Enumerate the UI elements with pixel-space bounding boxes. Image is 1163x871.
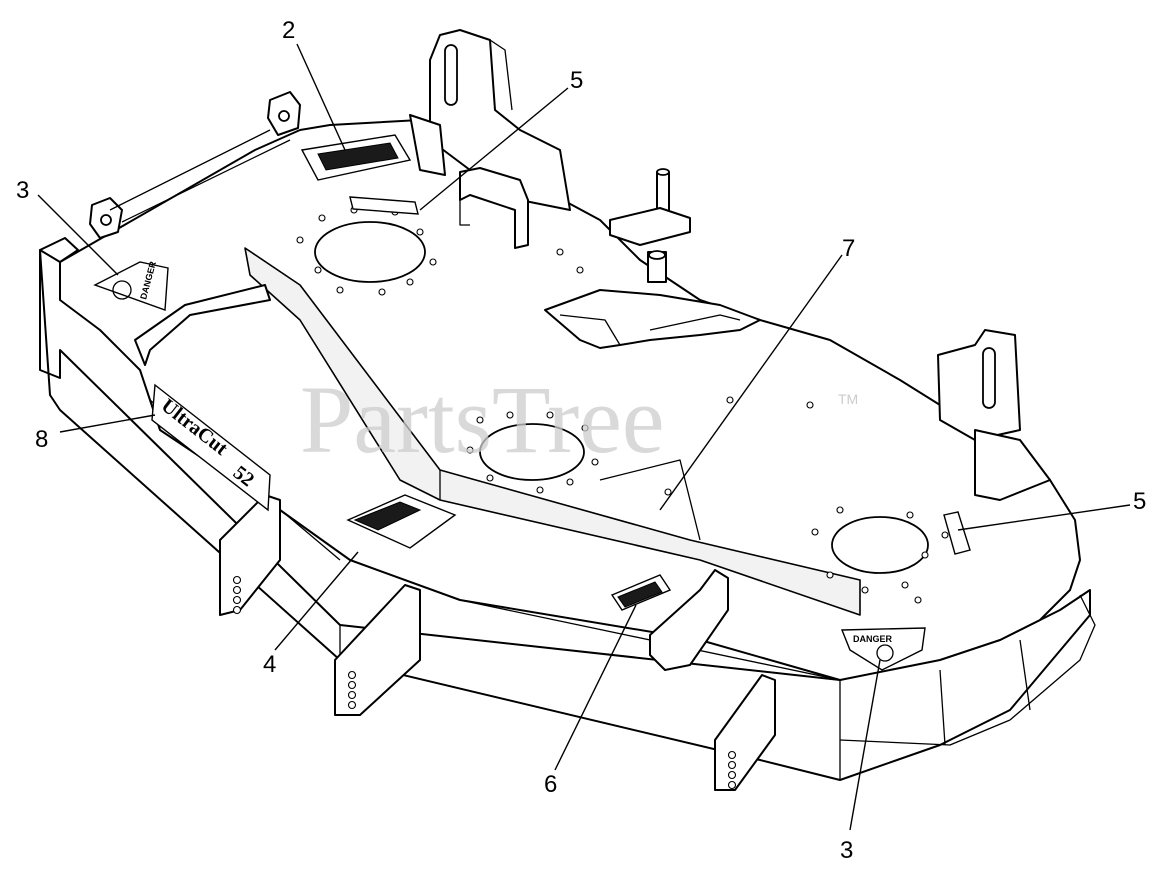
callout-4: 4 bbox=[263, 651, 276, 678]
callout-8: 8 bbox=[35, 426, 48, 453]
decal-item-2 bbox=[300, 134, 412, 181]
front-bracket-2 bbox=[334, 584, 421, 716]
callout-6: 6 bbox=[544, 771, 557, 798]
left-side-rail bbox=[134, 284, 271, 366]
decal-item-5-right bbox=[943, 511, 971, 555]
spindle-post bbox=[609, 168, 691, 283]
callouts: 2 5 3 7 8 5 4 6 3 bbox=[16, 17, 1146, 864]
callout-3-left: 3 bbox=[16, 177, 29, 204]
center-baffle bbox=[244, 247, 861, 616]
decal-item-6 bbox=[610, 574, 672, 611]
deck-skirt bbox=[39, 249, 1096, 781]
blade-wells bbox=[314, 221, 929, 574]
decal-item-3-left: DANGER bbox=[93, 260, 169, 311]
idler-block bbox=[459, 167, 529, 249]
callout-3-bottom: 3 bbox=[840, 837, 853, 864]
watermark-tm: TM bbox=[838, 391, 858, 407]
hinge-tabs bbox=[39, 91, 301, 263]
rear-bracket-left bbox=[409, 29, 571, 211]
callout-5-right: 5 bbox=[1133, 488, 1146, 515]
callout-5-top: 5 bbox=[570, 67, 583, 94]
callout-7: 7 bbox=[842, 235, 855, 262]
bolt-holes bbox=[296, 206, 949, 604]
decal-item-5-top bbox=[349, 196, 419, 215]
rear-bracket-right bbox=[937, 329, 1051, 501]
front-bracket-4 bbox=[649, 569, 729, 671]
callout-2: 2 bbox=[282, 17, 295, 44]
decal-item-3-right: DANGER bbox=[840, 627, 926, 671]
leader-lines bbox=[37, 43, 1131, 831]
decal-item-4 bbox=[346, 494, 457, 549]
belt-cover-opening bbox=[544, 289, 761, 349]
watermark: PartsTree bbox=[300, 366, 664, 473]
danger-right-text: DANGER bbox=[853, 634, 893, 644]
front-bracket-3 bbox=[714, 674, 776, 791]
